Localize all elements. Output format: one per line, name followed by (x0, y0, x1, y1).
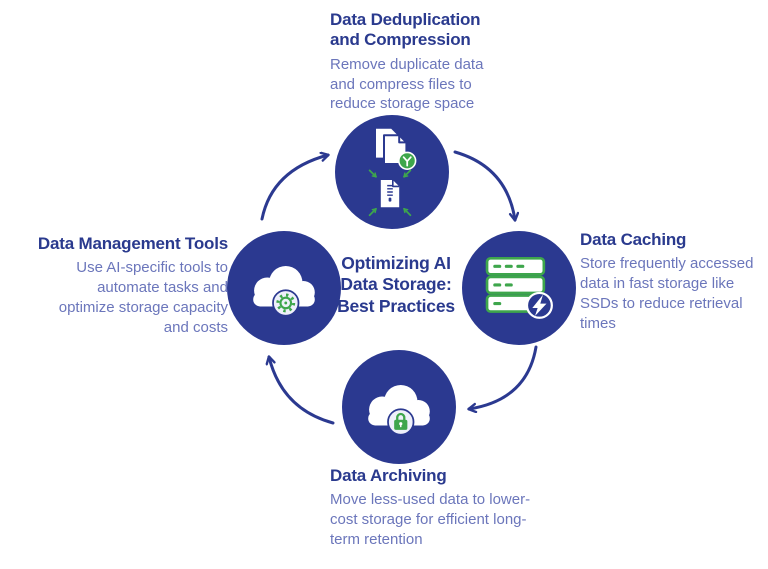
node-circle-deduplication (335, 115, 449, 229)
arrow-top-to-right (453, 150, 515, 220)
node-description-caching: Store frequently accessed data in fast s… (580, 255, 754, 332)
lightning-badge-icon (525, 291, 553, 319)
merge-badge-icon (398, 151, 417, 170)
arrow-right-to-bottom (469, 345, 538, 409)
center-title-line: Data Storage: (340, 274, 452, 295)
node-circle-archiving (342, 350, 456, 464)
node-text-archiving: Data Archiving Move less-used data to lo… (330, 466, 554, 550)
duplicate-documents-merge-and-zip-compress-icon (368, 128, 417, 217)
node-description-deduplication: Remove duplicate data and compress files… (330, 55, 484, 113)
arrow-bottom-to-left (269, 357, 335, 425)
node-title-deduplication: Data Deduplication and Compression (330, 10, 481, 50)
node-title-management: Data Management Tools (37, 234, 228, 253)
node-text-deduplication: Data Deduplication and Compression Remov… (330, 10, 508, 114)
center-title-line: Best Practices (337, 295, 455, 316)
arrow-left-to-top (260, 155, 328, 221)
cloud-gear-icon (253, 266, 315, 317)
center-title: Optimizing AI Data Storage: Best Practic… (321, 253, 471, 317)
duplicate-documents-icon (376, 128, 408, 165)
center-title-line: Optimizing AI (341, 253, 451, 273)
node-title-caching: Data Caching (580, 230, 687, 249)
server-stack-lightning-icon (485, 256, 553, 319)
node-text-caching: Data Caching Store frequently accessed d… (580, 230, 760, 334)
node-circle-caching (462, 231, 576, 345)
node-title-archiving: Data Archiving (330, 466, 447, 485)
cloud-lock-icon (368, 385, 430, 436)
node-description-management: Use AI-specific tools to automate tasks … (58, 259, 228, 336)
compress-arrows-icon (368, 169, 412, 217)
node-description-archiving: Move less-used data to lower-cost storag… (330, 491, 531, 548)
lock-badge-icon (387, 408, 415, 436)
zipped-file-icon (380, 180, 400, 208)
gear-badge-icon (272, 289, 300, 317)
node-circle-management (227, 231, 341, 345)
node-text-management: Data Management Tools Use AI-specific to… (16, 234, 228, 338)
